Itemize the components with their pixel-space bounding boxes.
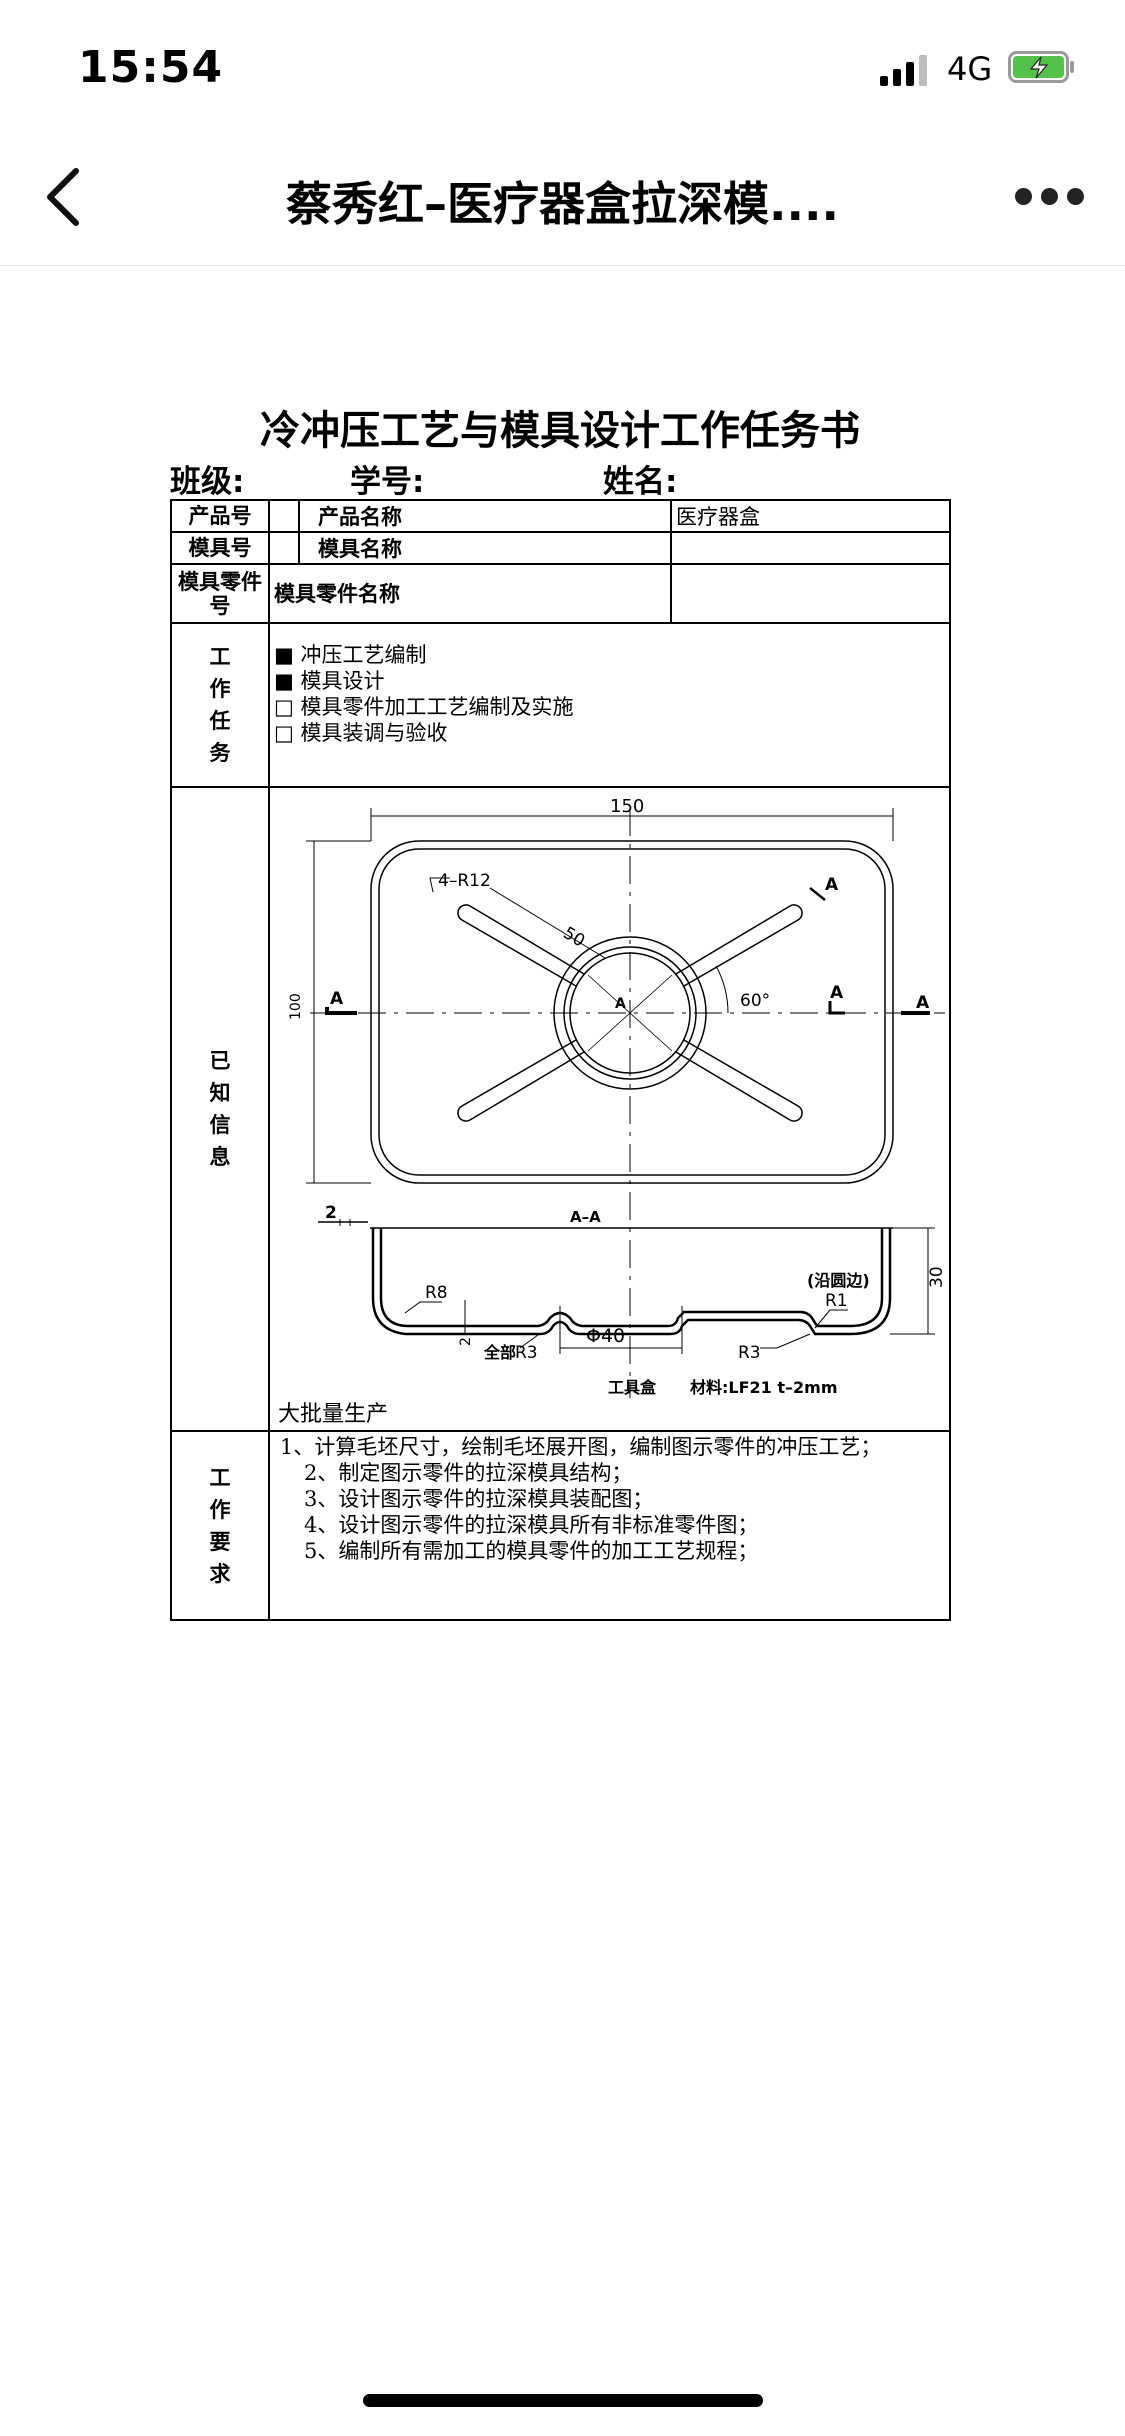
section-mark-right: A: [830, 983, 844, 1003]
mold-part-no-label: 模具零件号: [170, 563, 270, 624]
label-depth: 30: [927, 1266, 947, 1288]
requirement-item: 5、编制所有需加工的模具零件的加工工艺规程；: [304, 1539, 759, 1563]
label-flange-note: (沿圆边): [807, 1271, 870, 1290]
network-type: 4G: [947, 50, 993, 88]
label-r3-left: R3: [515, 1343, 538, 1363]
work-task-label: 工作任务: [170, 622, 270, 788]
mold-name-label: 模具名称: [298, 531, 672, 565]
label-material: 材料:LF21 t–2mm: [690, 1378, 838, 1397]
status-time: 15:54: [78, 42, 224, 93]
task-item: ■ 模具设计: [274, 669, 385, 693]
mold-no-label: 模具号: [170, 531, 270, 565]
mold-part-name-label: 模具零件名称: [274, 581, 400, 606]
section-view: [371, 1228, 892, 1336]
product-no-label: 产品号: [170, 499, 270, 533]
page-title: 蔡秀红–医疗器盒拉深模....: [286, 177, 839, 231]
status-bar: 15:54 4G: [0, 0, 1125, 130]
boss-mid: [563, 946, 697, 1080]
requirement-item: 2、制定图示零件的拉深模具结构；: [304, 1461, 633, 1485]
section-mark-far-right: A: [916, 993, 930, 1013]
home-indicator[interactable]: [363, 2394, 763, 2407]
dim-label-height: 100: [288, 993, 304, 1020]
technical-drawing: 150 100 4–R12 50 60° A A A A A A–A 2 30 …: [288, 796, 947, 1398]
task-item: ■ 冲压工艺编制: [274, 643, 427, 667]
back-chevron-icon[interactable]: [40, 165, 90, 229]
label-thickness: 2: [325, 1203, 337, 1223]
label-all: 全部: [483, 1343, 516, 1362]
label-angle: 60°: [740, 991, 770, 1011]
label-diameter: Φ40: [586, 1325, 625, 1347]
task-list: ■ 冲压工艺编制 ■ 模具设计 □ 模具零件加工工艺编制及实施 □ 模具装调与验…: [268, 622, 951, 788]
name-label: 姓名:: [603, 464, 678, 500]
box-outline-outer: [370, 840, 894, 1184]
task-form-table: 产品号 产品名称 医疗器盒 模具号 模具名称 模具零件号 模具零件名称 工作任务…: [170, 499, 951, 1621]
technical-drawing-cell: 150 100 4–R12 50 60° A A A A A A–A 2 30 …: [268, 786, 951, 1432]
dim-label-width: 150: [610, 796, 644, 817]
student-id-label: 学号:: [350, 464, 425, 500]
class-label: 班级:: [170, 464, 245, 500]
label-r8: R8: [425, 1283, 448, 1303]
navigation-bar: 蔡秀红–医疗器盒拉深模....: [0, 130, 1125, 266]
product-name-label: 产品名称: [298, 499, 672, 533]
ribs: [457, 904, 803, 1122]
section-mark-top: A: [825, 875, 839, 895]
product-name-value: 医疗器盒: [670, 499, 951, 533]
known-info-label: 已知信息: [170, 786, 270, 1432]
requirement-item: 3、设计图示零件的拉深模具装配图；: [304, 1487, 654, 1511]
battery-charging-icon: [1008, 51, 1074, 83]
task-item: □ 模具零件加工工艺编制及实施: [274, 695, 574, 719]
requirement-item: 4、设计图示零件的拉深模具所有非标准零件图；: [304, 1513, 759, 1537]
label-part-name: 工具盒: [608, 1378, 657, 1397]
label-r1: R1: [825, 1291, 848, 1311]
label-small-dim: 2: [458, 1337, 474, 1346]
label-corner-radius: 4–R12: [438, 871, 491, 891]
requirements-label: 工作要求: [170, 1430, 270, 1621]
box-outline-inner: [378, 848, 886, 1176]
requirement-item: 1、计算毛坯尺寸，绘制毛坯展开图，编制图示零件的冲压工艺；: [280, 1435, 882, 1459]
requirements-list: 1、计算毛坯尺寸，绘制毛坯展开图，编制图示零件的冲压工艺； 2、制定图示零件的拉…: [268, 1430, 951, 1621]
cellular-signal-icon: [880, 52, 930, 86]
batch-note: 大批量生产: [278, 1402, 389, 1427]
section-title: A–A: [570, 1208, 601, 1226]
section-mark-left: A: [330, 989, 344, 1009]
boss-outer: [553, 936, 707, 1090]
more-options-icon[interactable]: [1015, 180, 1085, 212]
section-mark-center: A: [615, 996, 626, 1012]
document-title: 冷冲压工艺与模具设计工作任务书: [260, 408, 860, 454]
boss-inner: [569, 952, 691, 1074]
task-item: □ 模具装调与验收: [274, 721, 448, 745]
label-r3-right: R3: [738, 1343, 761, 1363]
label-arm-length: 50: [559, 923, 588, 951]
